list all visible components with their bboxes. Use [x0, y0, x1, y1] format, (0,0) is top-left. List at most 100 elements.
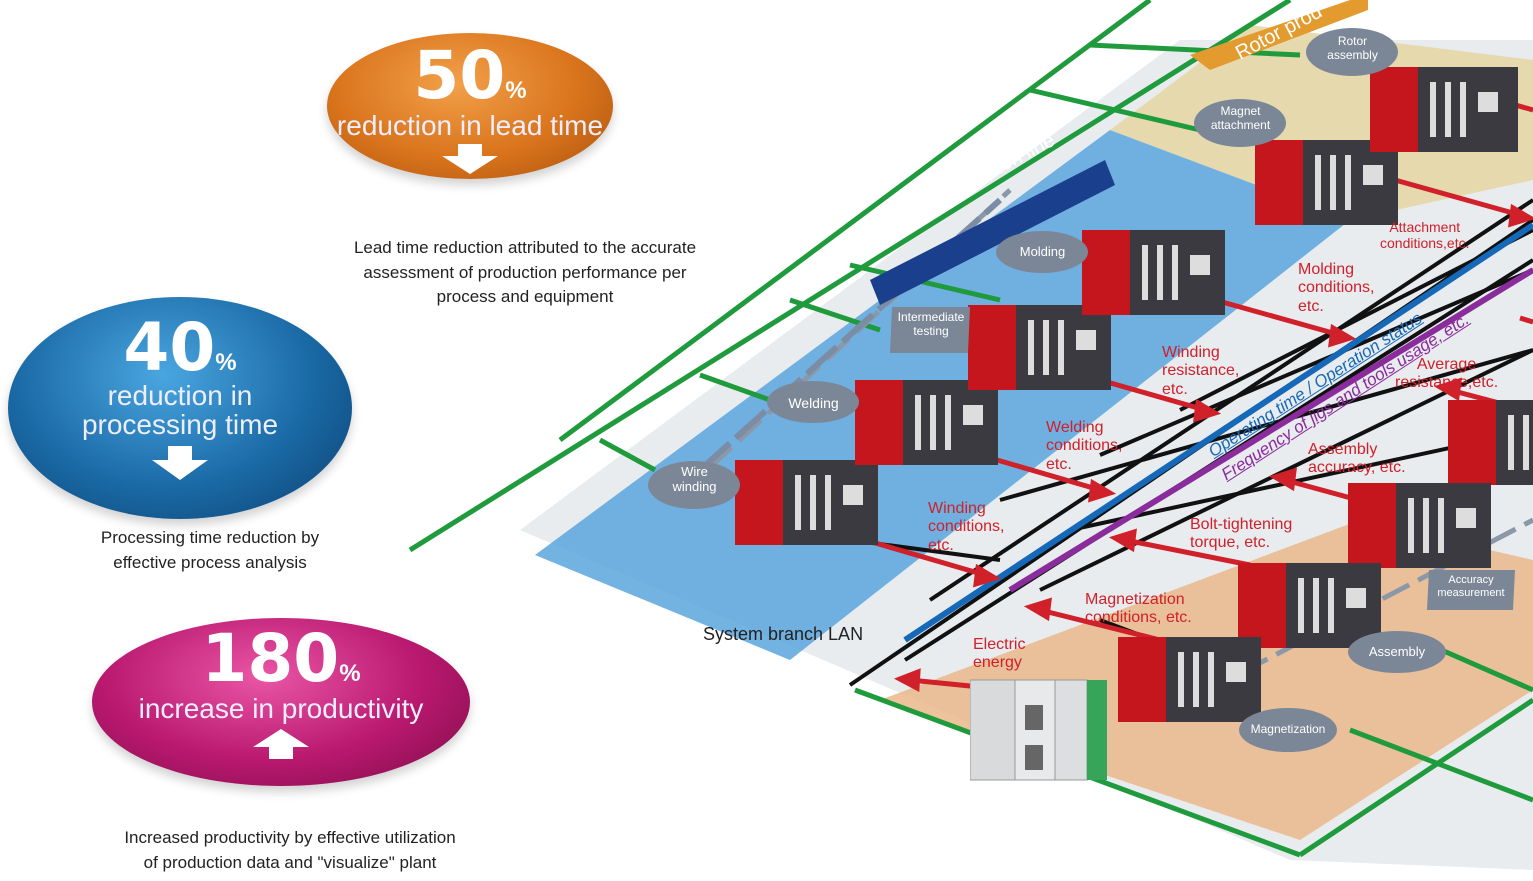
label-winding-conditions: Winding conditions, etc.	[928, 500, 1005, 555]
data-arrows	[864, 89, 1533, 693]
bolt-tightening-l2: torque, etc.	[1190, 534, 1271, 552]
processing-time-badge: 40% reduction in processing time	[8, 297, 352, 519]
productivity-value: 180	[201, 620, 340, 697]
productivity-unit: %	[339, 660, 361, 687]
lead-desc-line2: assessment of production performance per	[363, 262, 687, 282]
process-magnet-line2: attachment	[1210, 117, 1271, 132]
lead-time-caption: reduction in lead time	[336, 110, 604, 141]
process-accuracy-shape	[1427, 570, 1515, 610]
average-resistance-l1: Average	[1416, 356, 1477, 373]
productivity-caption: increase in productivity	[138, 693, 424, 724]
up-arrow-icon	[253, 729, 309, 760]
molding-conditions-l3: etc.	[1298, 297, 1324, 315]
lead-time-value: 50	[413, 37, 506, 114]
processing-time-caption-1: reduction in	[107, 380, 253, 411]
lead-time-description: Lead time reduction attributed to the ac…	[280, 236, 770, 310]
electric-energy-l1: Electric	[973, 636, 1026, 653]
process-testing-line1: Intermediate	[897, 310, 965, 324]
process-molding: Molding	[1019, 244, 1066, 259]
processing-time-description: Processing time reduction by effective p…	[40, 526, 380, 575]
lead-desc-line1: Lead time reduction attributed to the ac…	[353, 238, 697, 257]
label-assembly-accuracy: Assembly accuracy, etc.	[1308, 441, 1406, 478]
average-resistance-l2: resistance,etc.	[1395, 374, 1499, 392]
productivity-badge: 180% increase in productivity	[92, 618, 470, 786]
process-wire-winding-shape	[648, 461, 740, 509]
processing-desc-line1: Processing time reduction by	[100, 528, 320, 547]
welding-conditions-l2: conditions,	[1046, 437, 1123, 455]
plc-magnet	[1255, 140, 1398, 225]
process-testing-line2: testing	[913, 323, 949, 338]
down-arrow-icon	[442, 144, 498, 175]
energy-meter	[970, 679, 1107, 781]
lan-purple-line	[1008, 267, 1533, 593]
plc-rotor-assembly	[1370, 67, 1518, 152]
assembly-accuracy-l2: accuracy, etc.	[1308, 459, 1406, 477]
bolt-tightening-l1: Bolt-tightening	[1190, 516, 1293, 533]
process-rotor-assembly-line1: Rotor	[1337, 34, 1368, 48]
molding-conditions-l1: Molding	[1298, 261, 1355, 278]
process-rotor-assembly: Rotor assembly	[1310, 34, 1395, 63]
process-rotor-assembly-line2: assembly	[1327, 47, 1378, 62]
attachment-conditions-l1: Attachment	[1389, 219, 1461, 235]
molding-conditions-l2: conditions,	[1298, 279, 1375, 297]
label-winding-resistance: Winding resistance, etc.	[1162, 344, 1239, 399]
assembly-accuracy-l1: Assembly	[1308, 441, 1378, 458]
label-average-resistance: Average resistance,etc.	[1395, 356, 1498, 393]
productivity-desc-line1: Increased productivity by effective util…	[124, 828, 456, 847]
process-welding-shape	[767, 381, 859, 423]
processing-time-unit: %	[215, 349, 237, 376]
processing-desc-line2: effective process analysis	[113, 552, 307, 572]
lan-blue-line	[903, 222, 1533, 643]
processing-time-value: 40	[123, 309, 216, 386]
winding-conditions-l1: Winding	[928, 500, 986, 517]
process-wire-winding-line2: winding	[672, 478, 717, 494]
plc-magnetization	[1118, 637, 1261, 722]
label-attachment-conditions: Attachment conditions,etc.	[1380, 219, 1470, 251]
process-magnet-attachment: Magnet attachment	[1198, 104, 1283, 133]
process-assembly: Assembly	[1368, 644, 1426, 659]
process-magnetization: Magnetization	[1250, 722, 1326, 736]
productivity-desc-line2: of production data and "visualize" plant	[143, 852, 437, 872]
label-molding-conditions: Molding conditions, etc.	[1298, 261, 1375, 316]
process-accuracy-line1: Accuracy	[1448, 574, 1494, 586]
label-electric-energy: Electric energy	[973, 636, 1025, 673]
process-accuracy-measurement: Accuracy measurement	[1427, 574, 1515, 599]
lan-label: System branch LAN	[703, 624, 864, 644]
plc-assembly	[1238, 563, 1381, 648]
lead-time-unit: %	[505, 77, 527, 104]
process-intermediate-testing-shape	[890, 307, 970, 353]
process-magnet-attachment-shape	[1194, 99, 1286, 147]
down-arrow-icon	[152, 445, 208, 480]
process-rotor-assembly-shape	[1306, 28, 1398, 76]
process-magnetization-shape	[1239, 708, 1337, 752]
label-welding-conditions: Welding conditions, etc.	[1046, 419, 1123, 474]
rotor-banner	[1190, 0, 1368, 70]
process-accuracy-line2: measurement	[1437, 586, 1505, 599]
winding-resistance-l3: etc.	[1162, 380, 1188, 398]
label-magnetization-conditions: Magnetization conditions, etc.	[1085, 591, 1192, 628]
welding-conditions-l1: Welding	[1046, 419, 1104, 436]
plc-winding	[735, 460, 878, 545]
winding-conditions-l2: conditions,	[928, 518, 1005, 536]
plc-testing	[968, 305, 1111, 390]
process-wire-winding: Wire winding	[652, 464, 737, 495]
winding-resistance-l1: Winding	[1162, 344, 1220, 361]
electric-energy-l2: energy	[973, 654, 1022, 672]
attachment-conditions-l2: conditions,etc.	[1380, 235, 1470, 252]
plc-accuracy	[1348, 483, 1491, 568]
magnetization-conditions-l1: Magnetization	[1085, 591, 1185, 608]
welding-conditions-l3: etc.	[1046, 455, 1072, 473]
process-assembly-shape	[1348, 631, 1446, 673]
process-intermediate-testing: Intermediate testing	[890, 310, 972, 339]
process-welding: Welding	[788, 395, 839, 411]
processing-time-caption-2: processing time	[81, 409, 279, 441]
process-wire-winding-line1: Wire	[681, 464, 708, 479]
magnetization-conditions-l2: conditions, etc.	[1085, 609, 1192, 627]
process-molding-shape	[996, 231, 1088, 273]
process-magnet-line1: Magnet	[1220, 104, 1261, 118]
winding-resistance-l2: resistance,	[1162, 362, 1240, 380]
stator-banner	[870, 160, 1115, 305]
plc-molding	[1082, 230, 1225, 315]
plc-average	[1448, 400, 1533, 485]
